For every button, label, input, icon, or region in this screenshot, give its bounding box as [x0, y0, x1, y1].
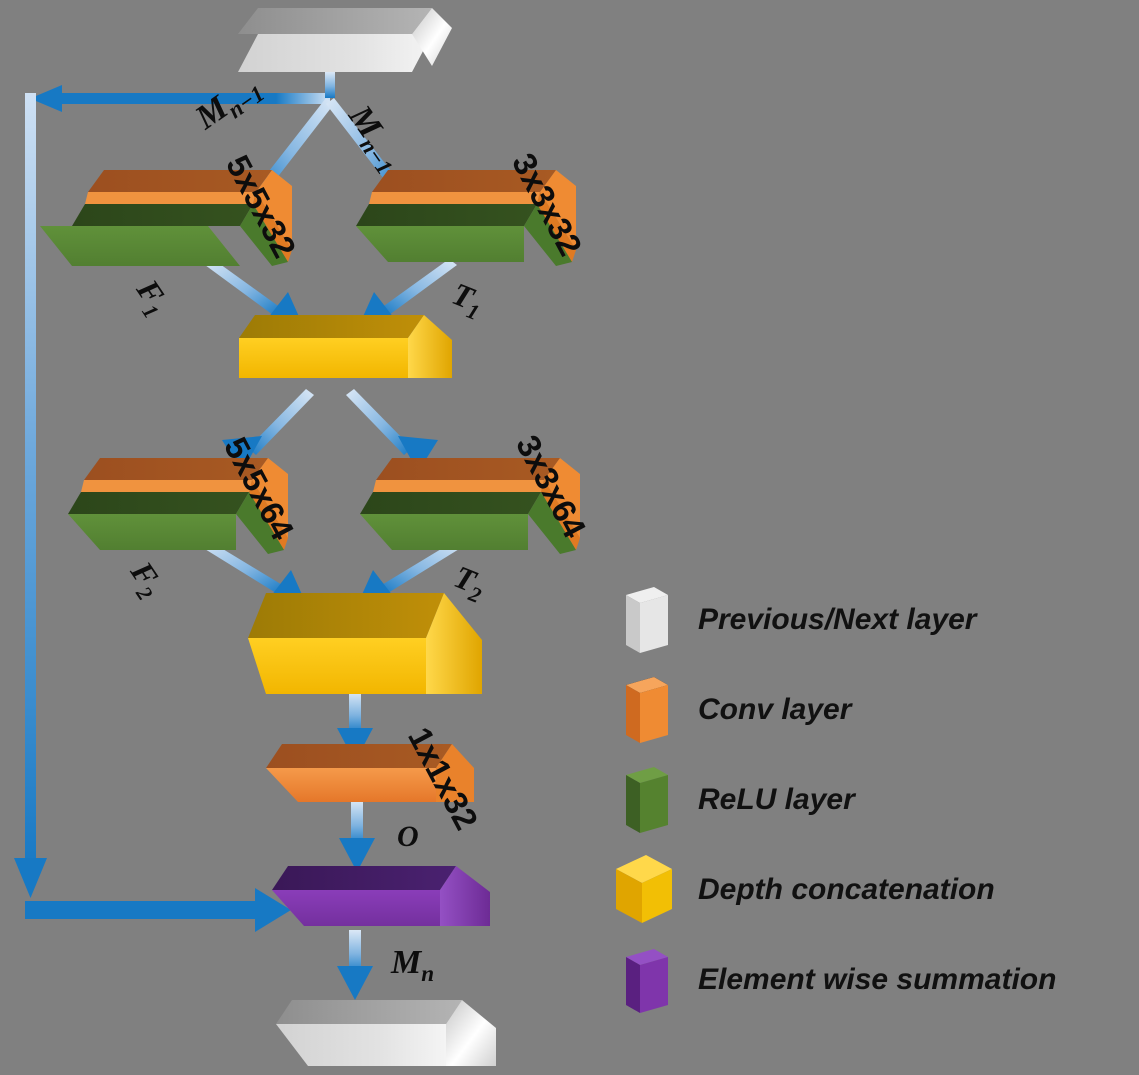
arrow-conv-to-sum: [339, 800, 375, 872]
legend-item-depth-concatenation[interactable]: Depth concatenation: [614, 845, 1134, 935]
white-box-icon: [614, 581, 676, 659]
legend: Previous/Next layer Conv layer: [614, 575, 1134, 1025]
legend-item-previous-next-layer[interactable]: Previous/Next layer: [614, 575, 1134, 665]
block-element-wise-summation[interactable]: [272, 866, 490, 926]
legend-item-conv-layer[interactable]: Conv layer: [614, 665, 1134, 755]
block-conv-relu-3x3x64[interactable]: [360, 458, 580, 554]
purple-box-icon: [614, 941, 676, 1019]
block-conv-1x1x32[interactable]: [266, 744, 474, 802]
block-depth-concatenation-1[interactable]: [239, 315, 452, 378]
legend-item-relu-layer[interactable]: ReLU layer: [614, 755, 1134, 845]
arrow-concat1-to-conv-5x5x64: [222, 389, 314, 472]
skip-connection-path: [14, 85, 330, 932]
legend-label-relu-layer: ReLU layer: [698, 783, 855, 816]
skip-arrow-down-head: [14, 858, 47, 898]
legend-label-element-wise-summation: Element wise summation: [698, 963, 1057, 996]
legend-label-conv-layer: Conv layer: [698, 693, 852, 726]
arrow-sum-to-output: [337, 930, 373, 1000]
block-conv-relu-3x3x32[interactable]: [356, 170, 576, 266]
green-box-icon: [614, 761, 676, 839]
block-conv-relu-5x5x64[interactable]: [68, 458, 288, 554]
skip-arrow-top: [30, 85, 330, 112]
block-next-layer[interactable]: [276, 1000, 496, 1066]
block-previous-layer[interactable]: [238, 8, 452, 72]
skip-arrow-bottom: [25, 888, 291, 932]
legend-item-element-wise-summation[interactable]: Element wise summation: [614, 935, 1134, 1025]
block-depth-concatenation-2[interactable]: [248, 593, 482, 694]
edge-label-o: O: [397, 820, 419, 853]
block-conv-relu-5x5x32[interactable]: [40, 170, 292, 266]
arrow-concat1-to-conv-3x3x64: [346, 389, 438, 472]
arrow-input-to-split: [325, 72, 335, 98]
yellow-cube-icon: [614, 851, 676, 929]
legend-label-previous-next-layer: Previous/Next layer: [698, 603, 977, 636]
legend-label-depth-concatenation: Depth concatenation: [698, 873, 995, 906]
skip-arrow-vertical: [25, 93, 36, 873]
edge-label-m-out: Mn: [391, 944, 435, 987]
orange-box-icon: [614, 671, 676, 749]
